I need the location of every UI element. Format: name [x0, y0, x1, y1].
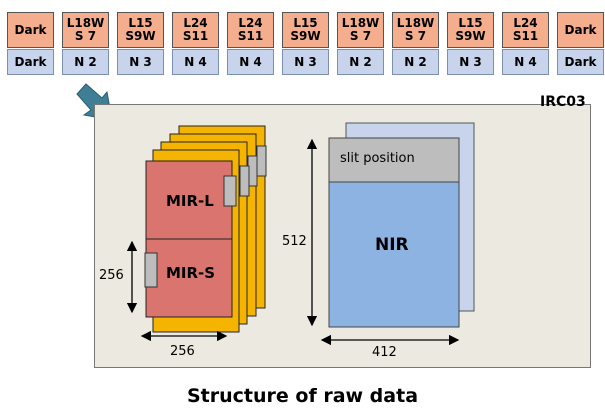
- sequence-top-cell: L24 S11: [502, 12, 549, 48]
- mir-s-slit-tab: [144, 252, 158, 288]
- nir-slit-label: slit position: [340, 151, 415, 166]
- mode-label: IRC03: [540, 94, 586, 110]
- sequence-top-cell: Dark: [7, 12, 54, 48]
- mir-l-label: MIR-L: [166, 192, 214, 210]
- sequence-bottom-cell: N 2: [337, 49, 384, 75]
- nir-height-label: 512: [282, 234, 307, 249]
- sequence-bottom-cell: N 4: [227, 49, 274, 75]
- nir-slit-region: [328, 137, 460, 183]
- sequence-bottom-cell: N 4: [172, 49, 219, 75]
- sequence-top-cell: L15 S9W: [117, 12, 164, 48]
- sequence-bottom-cell: Dark: [557, 49, 604, 75]
- mir-width-label: 256: [170, 344, 195, 359]
- sequence-top-cell: L15 S9W: [282, 12, 329, 48]
- nir-label: NIR: [375, 235, 409, 255]
- sequence-bottom-cell: N 3: [282, 49, 329, 75]
- mir-l-slit-tab: [223, 175, 237, 207]
- sequence-top-cell: L24 S11: [172, 12, 219, 48]
- sequence-top-cell: Dark: [557, 12, 604, 48]
- sequence-top-cell: L18W S 7: [62, 12, 109, 48]
- sequence-top-cell: L18W S 7: [392, 12, 439, 48]
- nir-width-label: 412: [372, 345, 397, 360]
- nir-frame: [328, 181, 460, 328]
- mir-s-frame: [145, 238, 233, 318]
- sequence-bottom-cell: Dark: [7, 49, 54, 75]
- mir-height-label: 256: [99, 268, 124, 283]
- sequence-bottom-cell: N 3: [447, 49, 494, 75]
- sequence-top-cell: L18W S 7: [337, 12, 384, 48]
- sequence-bottom-cell: N 4: [502, 49, 549, 75]
- caption: Structure of raw data: [186, 385, 419, 407]
- sequence-top-cell: L24 S11: [227, 12, 274, 48]
- mir-s-label: MIR-S: [166, 264, 216, 282]
- sequence-bottom-cell: N 3: [117, 49, 164, 75]
- sequence-top-cell: L15 S9W: [447, 12, 494, 48]
- sequence-bottom-cell: N 2: [392, 49, 439, 75]
- sequence-bottom-cell: N 2: [62, 49, 109, 75]
